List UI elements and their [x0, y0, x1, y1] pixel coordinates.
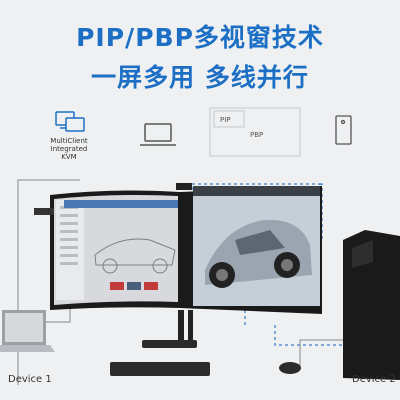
kvm-icon	[55, 111, 85, 132]
car-3d-render	[205, 219, 312, 288]
tower-icon	[335, 115, 352, 145]
pip-label: PIP	[220, 116, 231, 124]
monitor-stand-base	[142, 340, 197, 348]
headline-subtitle: 一屏多用 多线并行	[91, 63, 309, 92]
webcam	[176, 183, 192, 190]
laptop-icon	[140, 123, 176, 146]
pbp-label: PBP	[250, 131, 263, 139]
device2-dashed-link	[274, 325, 345, 346]
car-wireframe-sketch	[94, 238, 176, 274]
headline-title: PIP/PBP多视窗技术	[76, 23, 324, 52]
device2-label: Device 2	[352, 374, 396, 385]
device1-laptop	[0, 310, 55, 352]
pip-pbp-diagram	[209, 107, 301, 157]
monitor-left-screen	[54, 195, 178, 305]
window-titlebar	[64, 200, 178, 208]
device2-tower	[343, 230, 400, 380]
kvm-label-line2: Integrated KVM	[50, 145, 88, 161]
car-thumbnails	[110, 282, 158, 290]
kvm-label-line1: MultiClient	[50, 137, 88, 145]
monitor-stand-post	[178, 310, 184, 340]
device1-label: Device 1	[8, 374, 52, 385]
device2-cable	[299, 339, 355, 370]
mouse	[279, 362, 301, 374]
kvm-label: MultiClient Integrated KVM	[44, 137, 94, 161]
monitor-arm-clip	[34, 208, 54, 215]
keyboard	[110, 362, 210, 376]
pip-dashed-link	[320, 183, 323, 240]
